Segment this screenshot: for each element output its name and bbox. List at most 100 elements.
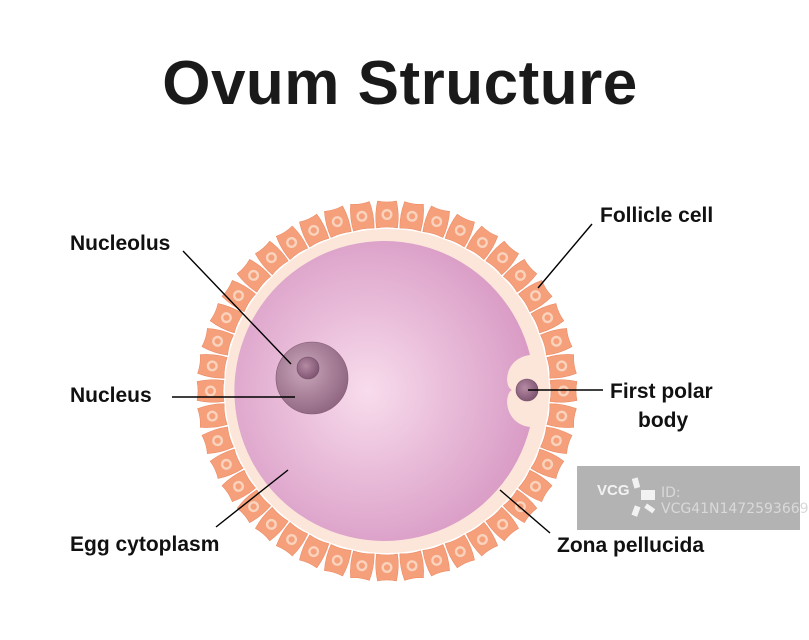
- follicle-cell-nucleus: [431, 554, 443, 566]
- follicle-cell-body: [422, 205, 450, 238]
- follicle-cell-nucleus: [206, 360, 218, 372]
- follicle-cell: [236, 259, 272, 293]
- watermark-logo: VCG: [597, 482, 630, 499]
- follicle-cell-nucleus: [331, 216, 343, 228]
- follicle-cell-body: [375, 553, 399, 582]
- follicle-cell-nucleus: [212, 435, 224, 447]
- follicle-cell-body: [275, 225, 309, 260]
- follicle-cell: [444, 213, 475, 248]
- follicle-cell-body: [502, 259, 538, 293]
- follicle-cell: [221, 279, 256, 313]
- follicle-cell-body: [399, 550, 424, 581]
- follicle-cell: [546, 403, 577, 428]
- follicle-cell: [540, 328, 573, 356]
- follicle-cell-body: [465, 522, 499, 557]
- follicle-cell-nucleus: [232, 290, 245, 302]
- follicle-cell-nucleus: [308, 546, 320, 558]
- follicle-cell-body: [221, 469, 256, 503]
- follicle-cell-nucleus: [248, 501, 260, 513]
- follicle-cell-nucleus: [476, 533, 488, 546]
- follicle-cell: [375, 200, 399, 229]
- label-zona-pellucida: Zona pellucida: [557, 534, 705, 557]
- follicle-cell-body: [540, 328, 573, 356]
- follicle-cell-body: [540, 426, 573, 454]
- follicle-cell-body: [350, 550, 375, 581]
- follicle-cell: [546, 354, 577, 379]
- follicle-cell-body: [530, 448, 565, 479]
- follicle-cell-nucleus: [356, 210, 368, 222]
- watermark: VCG ID: VCG41N1472593669: [577, 466, 809, 530]
- follicle-cell-nucleus: [286, 533, 298, 546]
- label-first-polar-body-line1: First polar: [610, 380, 713, 403]
- follicle-cell-nucleus: [406, 210, 418, 222]
- follicle-cell: [197, 354, 228, 379]
- follicle-cell: [540, 426, 573, 454]
- follicle-cell-body: [518, 279, 553, 313]
- follicle-cell-body: [546, 403, 577, 428]
- follicle-cell: [502, 259, 538, 293]
- follicle-cell-body: [465, 225, 499, 260]
- follicle-cell: [275, 522, 309, 557]
- follicle-cell: [350, 550, 375, 581]
- follicle-cell-body: [255, 240, 289, 276]
- follicle-cell-nucleus: [381, 208, 393, 221]
- leader-line-follicle-cell: [537, 223, 593, 289]
- follicle-cell: [221, 469, 256, 503]
- follicle-cell: [399, 550, 424, 581]
- follicle-cell: [549, 379, 578, 403]
- follicle-cell-nucleus: [204, 385, 217, 397]
- follicle-cell: [375, 553, 399, 582]
- follicle-cell-body: [236, 489, 272, 523]
- follicle-cell-nucleus: [220, 458, 232, 470]
- follicle-cell-nucleus: [220, 312, 232, 324]
- follicle-cell-nucleus: [476, 236, 488, 249]
- follicle-cell-nucleus: [406, 560, 418, 572]
- follicle-cell: [444, 534, 475, 569]
- follicle-cell-nucleus: [550, 335, 562, 347]
- follicle-cell-body: [422, 544, 450, 577]
- follicle-cell: [518, 279, 553, 313]
- follicle-cell-body: [299, 534, 330, 569]
- follicle-cell-nucleus: [529, 480, 542, 492]
- follicle-cell: [485, 240, 519, 276]
- follicle-cell: [465, 225, 499, 260]
- follicle-cell-nucleus: [514, 269, 526, 281]
- follicle-cell-nucleus: [514, 501, 526, 513]
- follicle-cell-nucleus: [557, 385, 570, 397]
- follicle-cell: [530, 448, 565, 479]
- label-egg-cytoplasm: Egg cytoplasm: [70, 533, 220, 556]
- follicle-cell: [324, 205, 352, 238]
- follicle-cell-body: [201, 426, 234, 454]
- follicle-cell: [236, 489, 272, 523]
- follicle-cell: [350, 201, 375, 232]
- watermark-burst-icon: [631, 477, 656, 517]
- follicle-cell-nucleus: [497, 518, 509, 530]
- follicle-cell-layer: [196, 200, 578, 582]
- follicle-cell-body: [530, 303, 565, 334]
- follicle-cell-nucleus: [431, 216, 443, 228]
- follicle-cell: [422, 205, 450, 238]
- follicle-cell-nucleus: [248, 269, 260, 281]
- follicle-cell: [530, 303, 565, 334]
- follicle-cell-body: [275, 522, 309, 557]
- label-nucleolus: Nucleolus: [70, 232, 171, 255]
- follicle-cell-body: [375, 200, 399, 229]
- follicle-cell-body: [444, 534, 475, 569]
- follicle-cell-nucleus: [454, 224, 466, 236]
- follicle-cell-nucleus: [542, 312, 554, 324]
- follicle-cell: [465, 522, 499, 557]
- follicle-cell-nucleus: [265, 252, 277, 264]
- follicle-cell: [255, 506, 289, 542]
- watermark-id: ID: VCG41N1472593669: [661, 485, 809, 517]
- follicle-cell-nucleus: [556, 410, 568, 422]
- egg-cytoplasm: [234, 241, 530, 542]
- follicle-cell: [197, 403, 228, 428]
- follicle-cell-nucleus: [331, 554, 343, 566]
- follicle-cell-body: [546, 354, 577, 379]
- follicle-cell: [485, 506, 519, 542]
- follicle-cell-nucleus: [556, 360, 568, 372]
- follicle-cell-nucleus: [286, 236, 298, 249]
- follicle-cell-body: [196, 379, 225, 403]
- follicle-cell: [201, 328, 234, 356]
